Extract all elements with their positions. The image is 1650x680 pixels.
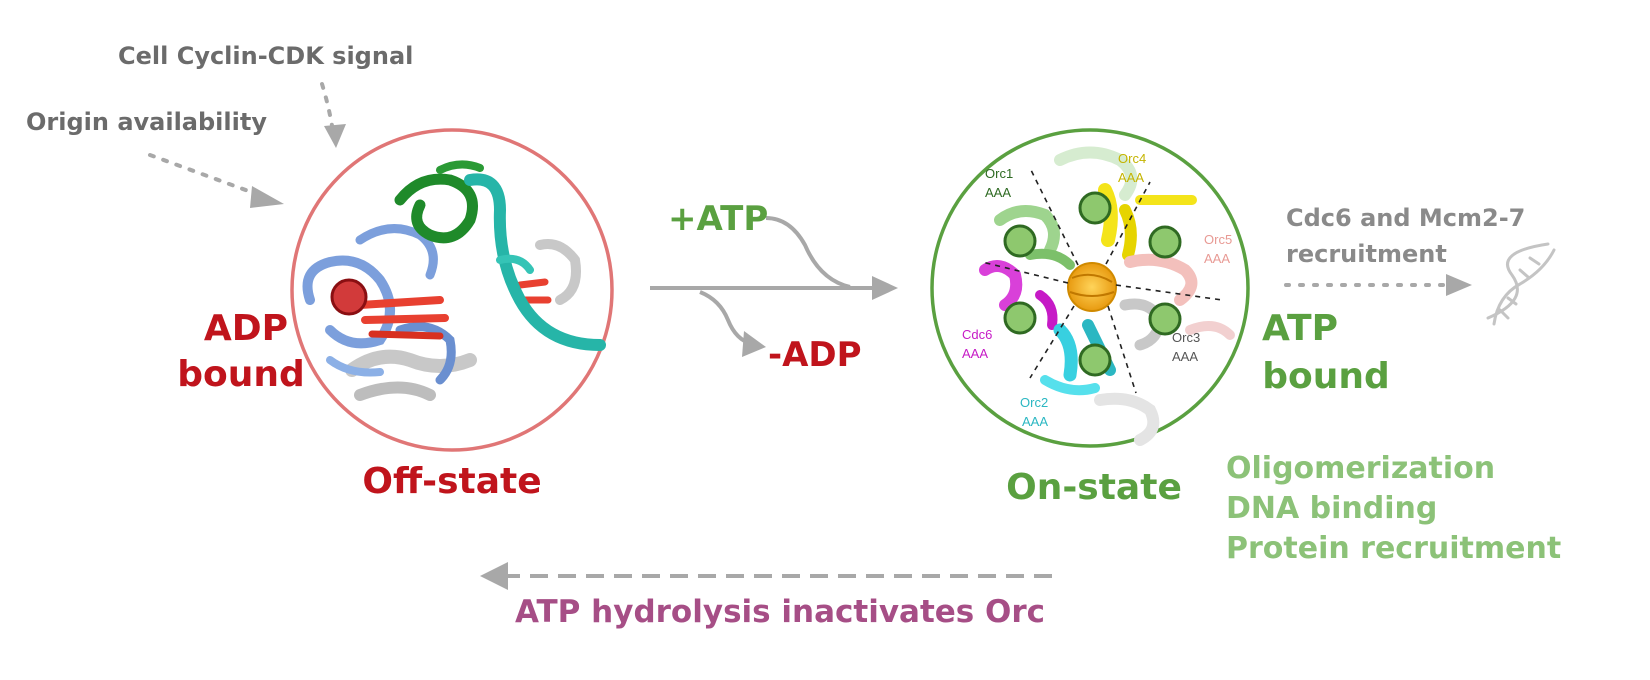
origin-availability-label: Origin availability: [26, 108, 267, 136]
cyclin-cdk-label: Cell Cyclin-CDK signal: [118, 42, 413, 70]
atp-ball-orc3: [1148, 302, 1182, 336]
on-state-structure: Orc1 AAA Orc4 AAA Orc5 AAA Cdc6 AAA Orc3…: [930, 128, 1250, 448]
hydrolysis-label: ATP hydrolysis inactivates Orc: [515, 594, 1045, 630]
orc4-label: Orc4: [1118, 151, 1146, 166]
function-dna-binding: DNA binding: [1226, 491, 1437, 526]
orc4-aaa-label: AAA: [1118, 170, 1144, 185]
function-oligomerization: Oligomerization: [1226, 451, 1495, 486]
orc5-aaa-label: AAA: [1204, 251, 1230, 266]
plus-atp-curve: [765, 216, 851, 289]
function-protein-recruitment: Protein recruitment: [1226, 531, 1561, 566]
orc3-aaa-label: AAA: [1172, 349, 1198, 364]
orc2-label: Orc2: [1020, 395, 1048, 410]
minus-adp-label: -ADP: [768, 335, 862, 375]
orc2-aaa-label: AAA: [1022, 414, 1048, 429]
recruitment-line1: Cdc6 and Mcm2-7: [1286, 204, 1525, 232]
orc1-label: Orc1: [985, 166, 1013, 181]
recruitment-line2: recruitment: [1286, 240, 1447, 268]
atp-bound-line2: bound: [1262, 356, 1390, 397]
atp-ball-orc5: [1148, 225, 1182, 259]
atp-ball-cdc6: [1003, 301, 1037, 335]
adp-bound-line1: ADP: [204, 308, 288, 349]
atp-ball-orc1: [1003, 224, 1037, 258]
atp-ball-orc4: [1078, 191, 1112, 225]
on-state-title: On-state: [1006, 467, 1182, 508]
off-state-structure: [290, 128, 614, 452]
cdc6-label: Cdc6: [962, 327, 992, 342]
adp-ball: [330, 278, 368, 316]
orc1-aaa-label: AAA: [985, 185, 1011, 200]
orc5-label: Orc5: [1204, 232, 1232, 247]
dna-helix-icon: [1486, 242, 1556, 326]
off-state-title: Off-state: [362, 461, 541, 502]
dna-core: [1067, 262, 1117, 312]
cdc6-aaa-label: AAA: [962, 346, 988, 361]
atp-bound-line1: ATP: [1262, 308, 1338, 349]
plus-atp-label: +ATP: [668, 199, 768, 239]
orc3-label: Orc3: [1172, 330, 1200, 345]
cyclin-cdk-arrow: [320, 82, 336, 140]
atp-ball-orc2: [1078, 343, 1112, 377]
origin-arrow: [148, 153, 264, 198]
adp-bound-line2: bound: [177, 354, 305, 395]
